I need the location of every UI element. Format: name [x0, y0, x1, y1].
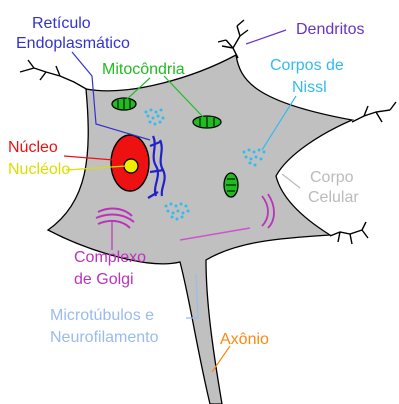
label-golgi-1: Complexo [74, 249, 146, 266]
label-dendritos: Dendritos [296, 21, 364, 38]
leader-corpo [282, 174, 300, 188]
label-micro-1: Microtúbulos e [50, 307, 154, 324]
label-micro-2: Neurofilamento [50, 329, 159, 346]
label-nissl-1: Corpos de [270, 57, 344, 74]
leader-dendritos [246, 30, 286, 44]
label-nissl-2: Nissl [292, 79, 327, 96]
mitochondrion-1 [112, 98, 136, 110]
mitochondrion-3 [224, 173, 238, 197]
nucleolus [124, 159, 138, 173]
label-corpo-1: Corpo [310, 169, 354, 186]
label-golgi-2: de Golgi [74, 271, 134, 288]
label-nucleo: Núcleo [8, 139, 58, 156]
cell-body [48, 55, 352, 404]
label-mitocondria: Mitocôndria [102, 61, 185, 78]
label-reticulo-1: Retículo [32, 15, 91, 32]
mitochondrion-2 [193, 116, 221, 128]
label-reticulo-2: Endoplasmático [16, 35, 130, 52]
label-axonio: Axônio [220, 331, 269, 348]
label-nucleolo: Nucléolo [8, 161, 70, 178]
label-corpo-2: Celular [308, 189, 359, 206]
